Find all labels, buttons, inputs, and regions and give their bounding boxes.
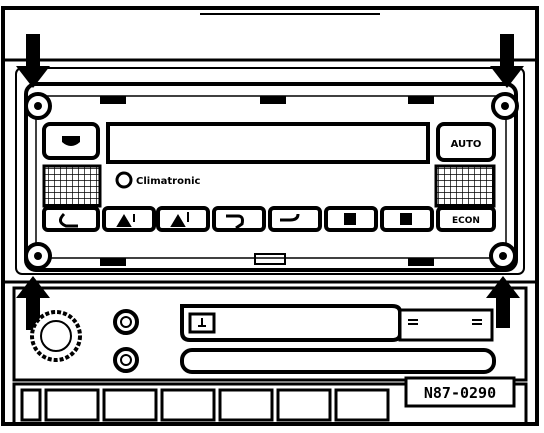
air-upper-button[interactable] — [212, 206, 266, 232]
bottom-button-strip — [12, 382, 528, 426]
auto-button[interactable] — [436, 122, 496, 162]
screw-top-left-icon — [24, 92, 52, 120]
panel-clip-tab — [100, 96, 126, 104]
rewind-mark-icon — [408, 319, 418, 325]
radio-unit — [12, 286, 528, 382]
air-lower-icon — [280, 213, 300, 222]
temperature-display — [106, 122, 430, 164]
econ-button-label: ECON — [452, 216, 480, 226]
function-button-row: ECON — [42, 206, 496, 232]
screw-bottom-right-icon — [489, 242, 517, 270]
panel-clip-tab — [408, 96, 434, 104]
cassette-slot — [180, 304, 402, 342]
temp-down-icon — [344, 213, 356, 225]
arrow-top-right-icon — [490, 34, 524, 88]
strip-button[interactable] — [334, 388, 390, 422]
arrow-top-left-icon — [16, 34, 50, 88]
strip-button[interactable] — [44, 388, 100, 422]
fan-down-icon — [116, 214, 135, 227]
eject-icon — [198, 318, 206, 327]
disc-slot — [180, 348, 496, 374]
brand-label: Climatronic — [136, 176, 200, 187]
recirculation-icon — [59, 212, 78, 228]
panel-clip-tab — [260, 96, 286, 104]
fan-down-button[interactable] — [102, 206, 156, 232]
air-upper-icon — [226, 214, 244, 230]
panel-clip-tab — [100, 258, 126, 266]
econ-button[interactable] — [436, 206, 496, 232]
figure-reference-number: N87-0290 — [424, 384, 496, 402]
volume-knob[interactable] — [30, 310, 82, 362]
strip-button[interactable] — [160, 388, 216, 422]
strip-button[interactable] — [102, 388, 158, 422]
screw-bottom-left-icon — [24, 242, 52, 270]
strip-button[interactable] — [20, 388, 42, 422]
climate-control-panel: AUTO Climatronic ECON — [24, 82, 519, 272]
defrost-icon — [62, 136, 80, 146]
screw-top-right-icon — [491, 92, 519, 120]
recirculation-button[interactable] — [42, 206, 100, 232]
panel-clip-tab — [408, 258, 434, 266]
tuning-knob-upper[interactable] — [113, 309, 139, 335]
tuning-knob-lower[interactable] — [113, 347, 139, 373]
strip-button[interactable] — [276, 388, 332, 422]
left-sensor-grille — [42, 164, 102, 208]
right-sensor-grille — [434, 164, 496, 208]
strip-button[interactable] — [218, 388, 274, 422]
brand-logo-icon — [115, 171, 133, 189]
fast-forward-mark-icon — [472, 319, 482, 325]
auto-button-label: AUTO — [451, 139, 482, 150]
temp-up-icon — [400, 213, 412, 225]
fan-up-button[interactable] — [156, 206, 210, 232]
figure-reference: N87-0290 — [404, 376, 516, 408]
panel-clip-tab — [254, 253, 286, 265]
fan-up-icon — [170, 212, 189, 227]
